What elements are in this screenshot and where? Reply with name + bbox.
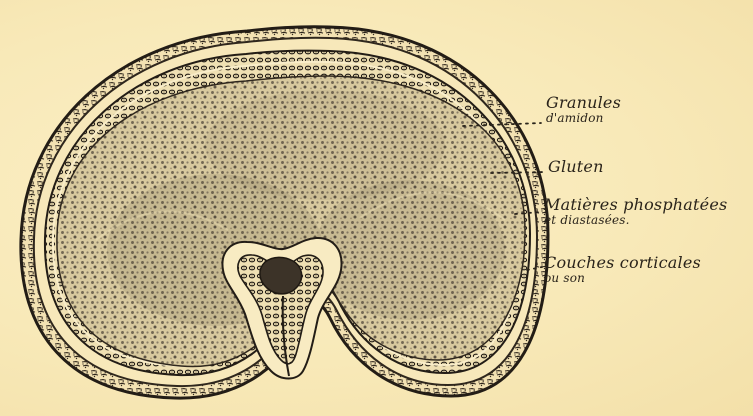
- label-gluten: Gluten: [548, 159, 604, 175]
- label-phosphate-line1: Matières phosphatées: [544, 197, 727, 213]
- label-phosphate-diastase: Matières phosphatées et diastasées.: [544, 197, 727, 226]
- label-bran-line2: ou son: [544, 272, 701, 284]
- label-phosphate-line2: et diastasées.: [544, 214, 727, 226]
- label-starch-line2: d'amidon: [546, 112, 621, 124]
- label-starch-granules: Granules d'amidon: [546, 95, 621, 124]
- label-gluten-line1: Gluten: [548, 159, 604, 175]
- label-starch-line1: Granules: [546, 95, 621, 111]
- label-bran-line1: Couches corticales: [544, 255, 701, 271]
- label-cortical-layers: Couches corticales ou son: [544, 255, 701, 284]
